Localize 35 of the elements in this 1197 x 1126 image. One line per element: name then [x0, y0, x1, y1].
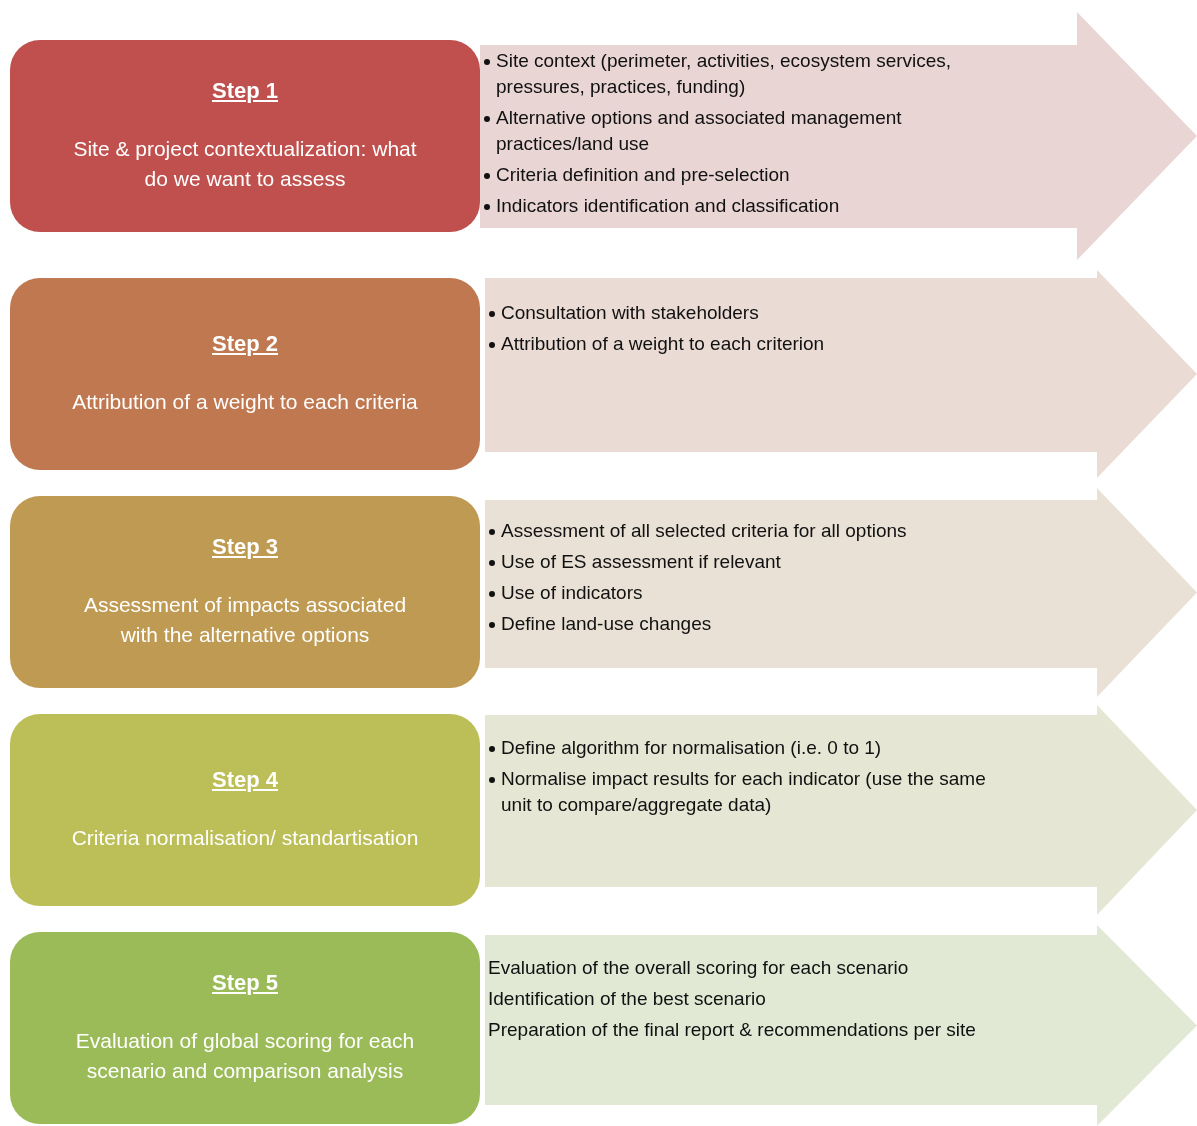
step-heading: Step 3 [212, 534, 278, 560]
step-description: Evaluation of global scoring for each scenario and comparison analysis [74, 1028, 416, 1084]
bullet-text: Normalise impact results for each indicator (use the same unit to compare/aggregate data) [501, 768, 986, 815]
arrow-shape [485, 925, 1197, 1126]
step-description: Site & project contextualization: what do we want to assess [72, 136, 418, 192]
step-heading: Step 5 [212, 970, 278, 996]
step-box [10, 714, 480, 906]
step-heading: Step 2 [212, 331, 278, 357]
bullet-text: Assessment of all selected criteria for all options [501, 520, 907, 541]
step-box [10, 496, 480, 688]
bullet-text: Attribution of a weight to each criterion [501, 333, 825, 354]
step-heading: Step 1 [212, 78, 278, 104]
arrow-shape [485, 488, 1197, 697]
arrow-shape [485, 705, 1197, 915]
bullet-text: Alternative options and associated management practices/land use [496, 107, 902, 154]
bullet-text: Indicators identification and classification [496, 195, 840, 216]
text-line: Preparation of the final report & recommendations per site [488, 1019, 976, 1040]
step-box [10, 278, 480, 470]
arrow-shape [480, 12, 1197, 260]
step-description: Assessment of impacts associated with the alternative options [82, 592, 408, 648]
bullet-text: Define algorithm for normalisation (i.e. 0 to 1) [501, 737, 882, 758]
text-line: Evaluation of the overall scoring for each scenario [488, 957, 909, 978]
bullet-text: Criteria definition and pre-selection [496, 164, 790, 185]
step-description: Attribution of a weight to each criteria [72, 389, 418, 415]
step-description: Criteria normalisation/ standartisation [71, 825, 419, 851]
bullet-text: Site context (perimeter, activities, ecosystem services, pressures, practices, funding) [496, 50, 952, 97]
bullet-text: Use of ES assessment if relevant [501, 551, 781, 572]
arrow-shape [485, 270, 1197, 478]
bullet-text: Use of indicators [501, 582, 643, 603]
step-box [10, 40, 480, 232]
bullet-text: Define land-use changes [501, 613, 712, 634]
text-line: Identification of the best scenario [488, 988, 766, 1009]
step-heading: Step 4 [212, 767, 278, 793]
step-box [10, 932, 480, 1124]
bullet-text: Consultation with stakeholders [501, 302, 759, 323]
